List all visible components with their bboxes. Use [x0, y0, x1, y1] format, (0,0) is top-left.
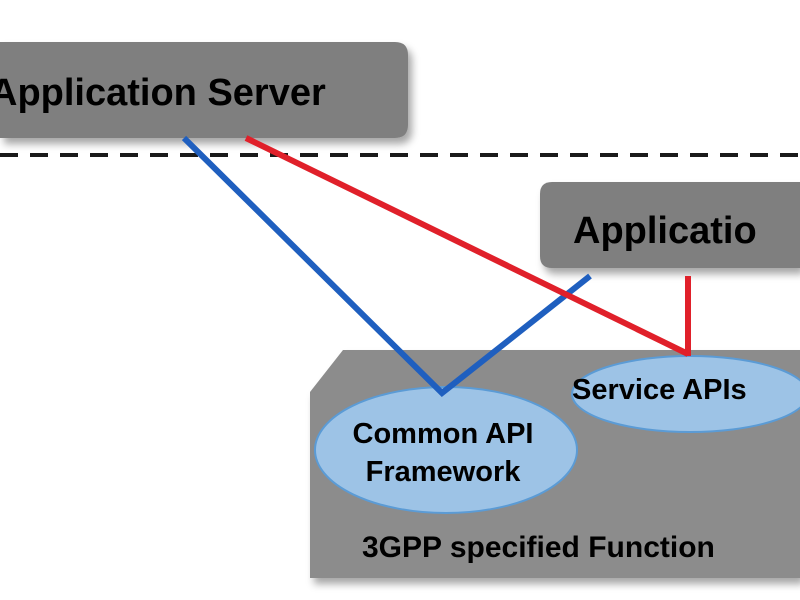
- 3gpp-function-label: 3GPP specified Function: [362, 531, 715, 564]
- common-api-framework-label: Common API Framework: [352, 418, 534, 488]
- application-server-label: Application Server: [0, 72, 326, 114]
- application-label: Applicatio: [573, 210, 757, 252]
- service-apis-label: Service APIs: [572, 374, 747, 406]
- blue-interface-line: [181, 135, 592, 397]
- red-interface-line-server: [244, 135, 690, 357]
- application-server-box: [0, 42, 408, 138]
- application-box: [540, 182, 800, 268]
